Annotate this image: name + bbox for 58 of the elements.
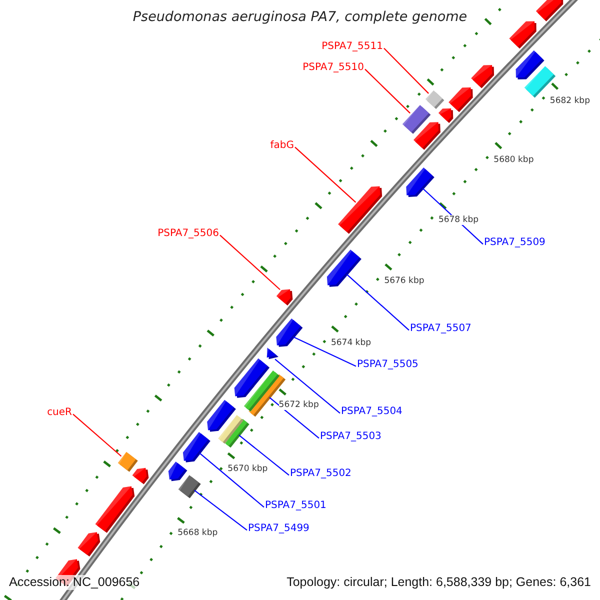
gene-feature bbox=[509, 21, 536, 49]
gene-feature bbox=[266, 348, 278, 360]
gene-block bbox=[178, 475, 201, 498]
gene-label: PSPA7_5502 bbox=[290, 468, 352, 480]
gene-feature bbox=[448, 87, 473, 112]
scale-label: 5680 kbp bbox=[494, 154, 534, 165]
gene-feature bbox=[326, 250, 362, 287]
scale-label: 5672 kbp bbox=[278, 400, 319, 410]
gene-label: PSPA7_5509 bbox=[484, 237, 546, 249]
gene-feature bbox=[276, 318, 303, 347]
gene-feature bbox=[338, 186, 382, 234]
leader-line bbox=[293, 336, 356, 367]
gene-label: PSPA7_5501 bbox=[265, 500, 326, 512]
gene-label: PSPA7_5506 bbox=[158, 228, 219, 240]
gene-block bbox=[244, 370, 280, 412]
leader-line bbox=[220, 234, 280, 290]
gene-feature bbox=[536, 0, 564, 22]
scale-label: 5678 kbp bbox=[438, 214, 478, 225]
gene-block bbox=[425, 90, 444, 110]
gene-block bbox=[524, 66, 556, 98]
gene-label: PSPA7_5510 bbox=[302, 62, 364, 74]
gene-label: PSPA7_5507 bbox=[410, 323, 472, 335]
leader-line bbox=[384, 48, 429, 94]
gene-feature bbox=[414, 122, 440, 150]
leader-line bbox=[238, 434, 290, 476]
gene-label: PSPA7_5511 bbox=[322, 41, 383, 53]
gene-feature bbox=[95, 486, 135, 533]
scale-label: 5682 kbp bbox=[550, 96, 590, 106]
gene-label: PSPA7_5499 bbox=[248, 523, 310, 535]
gene-label: fabG bbox=[270, 140, 294, 152]
scale-label: 5668 kbp bbox=[178, 528, 218, 538]
gene-feature bbox=[438, 108, 454, 123]
leader-line bbox=[194, 490, 248, 531]
leader-line bbox=[346, 274, 410, 331]
scale-label: 5676 kbp bbox=[384, 276, 424, 286]
gene-label: PSPA7_5503 bbox=[320, 431, 382, 443]
gene-label: PSPA7_5505 bbox=[357, 359, 418, 371]
leader-line bbox=[199, 452, 264, 508]
gene-feature bbox=[471, 65, 494, 88]
gene-label: cueR bbox=[47, 407, 72, 419]
gene-feature bbox=[406, 168, 434, 197]
gene-feature bbox=[168, 462, 188, 482]
scale-label: 5674 kbp bbox=[330, 338, 372, 348]
gene-block bbox=[118, 452, 138, 472]
leader-line bbox=[274, 358, 340, 414]
gene-feature bbox=[78, 532, 100, 556]
leader-line bbox=[269, 397, 320, 439]
leader-line bbox=[364, 68, 410, 114]
gene-feature bbox=[182, 432, 210, 462]
leader-line bbox=[294, 146, 356, 203]
gene-label: PSPA7_5504 bbox=[341, 406, 402, 418]
leader-line bbox=[72, 414, 122, 457]
scale-label: 5670 kbp bbox=[228, 464, 268, 474]
genome-info-text: Topology: circular; Length: 6,588,339 bp; Genes: 6,361 bbox=[286, 575, 592, 590]
diagram-title: Pseudomonas aeruginosa PA7, complete genome bbox=[132, 9, 468, 26]
gene-feature bbox=[132, 468, 149, 484]
gene-feature bbox=[276, 289, 293, 306]
gene-block bbox=[218, 415, 244, 444]
